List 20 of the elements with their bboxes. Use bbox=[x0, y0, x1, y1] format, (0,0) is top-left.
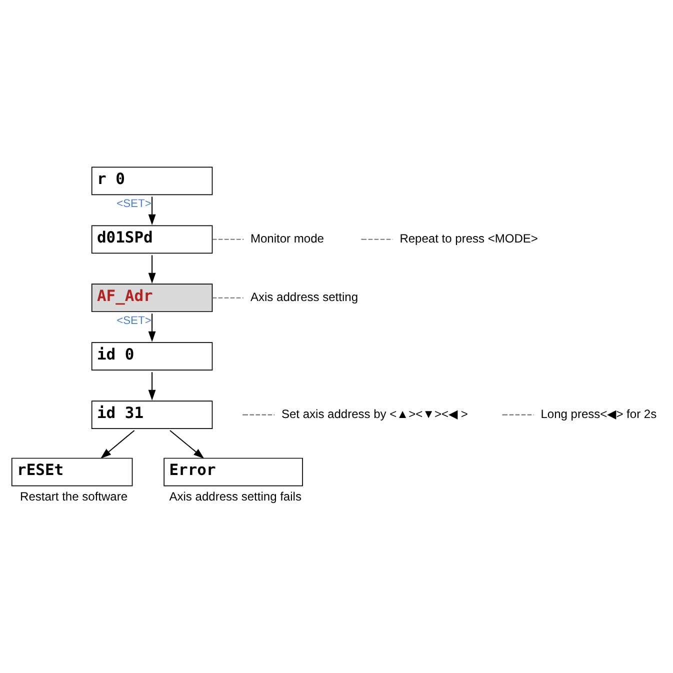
node-text: Set axis address by <▲><▼><◀ > bbox=[281, 406, 468, 421]
connector bbox=[503, 414, 534, 415]
connector bbox=[244, 414, 275, 415]
node-text: Axis address setting bbox=[250, 290, 358, 304]
connector bbox=[212, 296, 244, 298]
edge-label: <SET> bbox=[116, 314, 152, 326]
edge-label: <SET> bbox=[116, 197, 152, 210]
arrow bbox=[100, 430, 135, 458]
arrow bbox=[148, 313, 156, 342]
node-text: Monitor mode bbox=[250, 231, 324, 246]
node-label: Restart the software bbox=[20, 489, 128, 504]
arrow bbox=[148, 372, 156, 400]
node-text: Repeat to press <MODE> bbox=[400, 231, 538, 246]
arrow bbox=[170, 430, 204, 458]
connector bbox=[212, 238, 244, 240]
node-text: Long press<◀> for 2s bbox=[540, 406, 657, 421]
arrow bbox=[148, 254, 156, 284]
connector bbox=[362, 238, 393, 240]
node-label: Axis address setting fails bbox=[169, 489, 302, 504]
arrow bbox=[148, 196, 156, 225]
